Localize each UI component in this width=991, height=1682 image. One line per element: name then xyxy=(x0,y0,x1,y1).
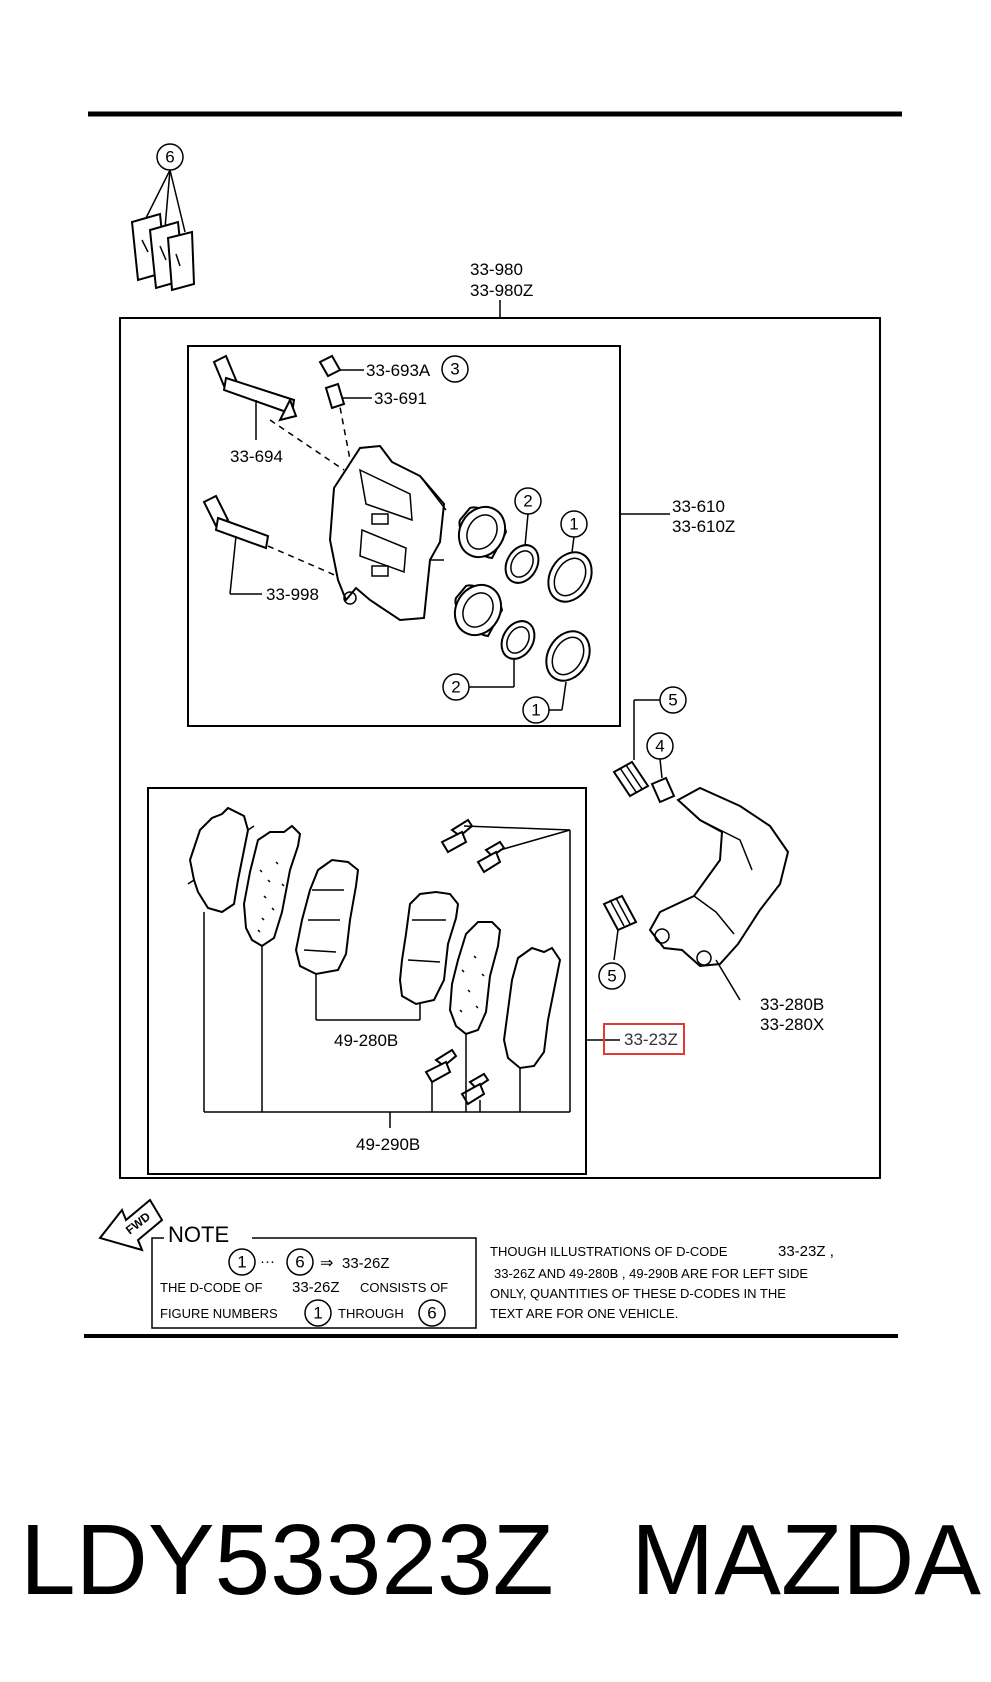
anti-rattle-clip-lower xyxy=(424,1048,490,1106)
note-box xyxy=(151,1237,477,1329)
note-figure-1b: 1 xyxy=(313,1304,322,1323)
label-33-691: 33-691 xyxy=(374,389,427,408)
piston-seal-lower xyxy=(545,630,591,682)
note-line2-a: THE D-CODE OF xyxy=(160,1280,263,1295)
note-arrow: ⇒ xyxy=(320,1255,333,1272)
pad-box xyxy=(147,787,587,1175)
label-33-610Z: 33-610Z xyxy=(672,517,735,536)
label-33-693A: 33-693A xyxy=(366,361,431,380)
brake-pad-outer xyxy=(242,824,302,948)
label-33-280B: 33-280B xyxy=(760,995,824,1014)
figure-number-2-upper: 2 xyxy=(523,492,532,511)
guide-pin-upper xyxy=(212,354,298,440)
pad-shim-outer xyxy=(187,806,255,914)
figure-number-2-lower: 2 xyxy=(451,678,460,697)
figure-number-6: 6 xyxy=(165,148,174,167)
highlight-box xyxy=(603,1023,685,1055)
figure-number-5-upper: 5 xyxy=(668,691,677,710)
label-33-694: 33-694 xyxy=(230,447,283,466)
label-33-280X: 33-280X xyxy=(760,1015,824,1034)
assembly-frame xyxy=(119,317,881,1179)
note-line2-code: 33-26Z xyxy=(292,1279,340,1296)
figure-number-1-upper: 1 xyxy=(569,515,578,534)
kit-icon: 6 xyxy=(130,143,196,292)
pin-boot-upper xyxy=(612,760,650,798)
note-line3-a: FIGURE NUMBERS xyxy=(160,1306,278,1321)
brake-pad-inner-right xyxy=(398,890,460,1006)
disclaimer-line2: 33-26Z AND 49-280B , 49-290B ARE FOR LEF… xyxy=(494,1266,808,1281)
disclaimer-line1-a: THOUGH ILLUSTRATIONS OF D-CODE xyxy=(490,1244,728,1259)
brand-name: MAZDA xyxy=(631,1504,981,1616)
disclaimer-line3: ONLY, QUANTITIES OF THESE D-CODES IN THE xyxy=(490,1286,786,1301)
figure-number-3: 3 xyxy=(450,360,459,379)
label-33-23Z: 33-23Z xyxy=(624,1030,678,1049)
bleeder-cap xyxy=(318,354,364,378)
note-figure-6b: 6 xyxy=(427,1304,436,1323)
label-33-998: 33-998 xyxy=(266,585,319,604)
assembly-code-b: 33-980Z xyxy=(470,281,533,300)
label-49-280B: 49-280B xyxy=(334,1031,398,1050)
assembly-code-a: 33-980 xyxy=(470,260,523,279)
dust-boot-upper xyxy=(504,544,540,584)
part-number: LDY53323Z xyxy=(20,1504,554,1616)
pad-shim-right xyxy=(502,946,562,1070)
piston-seal-upper xyxy=(547,551,593,603)
note-figure-1: 1 xyxy=(237,1253,246,1272)
piston-upper xyxy=(457,505,508,560)
caption: LDY53323Z MAZDA xyxy=(0,1495,991,1625)
brake-pad-right xyxy=(448,921,502,1036)
bushing xyxy=(650,776,676,804)
note-ellipsis: ··· xyxy=(260,1253,275,1270)
dust-boot-lower xyxy=(500,620,536,660)
caliper-bracket xyxy=(648,786,790,968)
caliper-box xyxy=(187,345,621,727)
note-kit-code: 33-26Z xyxy=(342,1255,390,1272)
label-33-610: 33-610 xyxy=(672,497,725,516)
figure-number-1-lower: 1 xyxy=(531,701,540,720)
brake-pad-inner-left xyxy=(294,858,360,976)
pin-boot-lower xyxy=(602,894,638,932)
caliper-housing xyxy=(328,444,447,622)
bleeder-screw xyxy=(324,382,372,410)
anti-rattle-clip-upper xyxy=(440,818,506,874)
note-figure-6: 6 xyxy=(295,1253,304,1272)
piston-lower xyxy=(453,583,504,638)
note-line2-b: CONSISTS OF xyxy=(360,1280,448,1295)
note-title: NOTE xyxy=(168,1222,229,1247)
note-line3-b: THROUGH xyxy=(338,1306,404,1321)
disclaimer-line4: TEXT ARE FOR ONE VEHICLE. xyxy=(490,1306,678,1321)
guide-pin-lower xyxy=(202,494,270,595)
disclaimer-line1-code: 33-23Z , xyxy=(778,1243,834,1260)
figure-number-5-lower: 5 xyxy=(607,967,616,986)
figure-number-4: 4 xyxy=(655,737,664,756)
label-49-290B: 49-290B xyxy=(356,1135,420,1154)
